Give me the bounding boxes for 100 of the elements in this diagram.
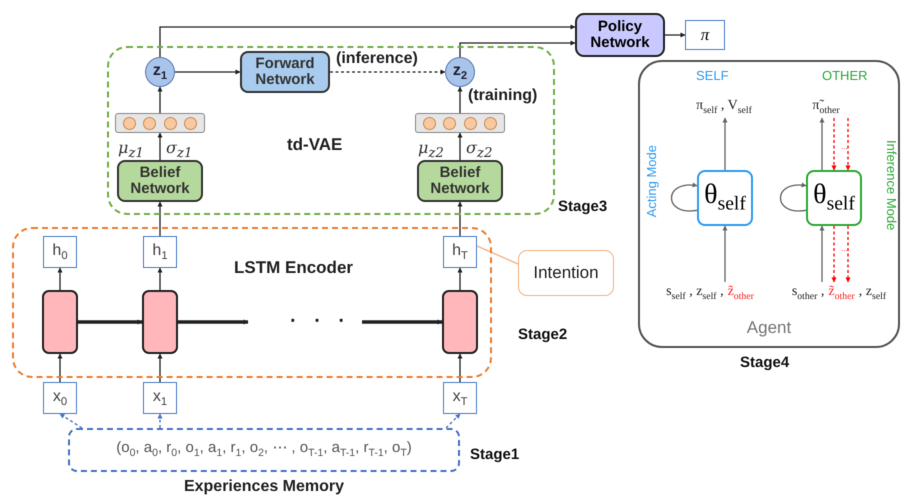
- arrow: [722, 226, 728, 282]
- state-box: [143, 382, 177, 414]
- network-box: [417, 160, 503, 202]
- arrow: [175, 70, 240, 74]
- panel-title: Agent: [746, 319, 792, 338]
- output-box: [685, 20, 725, 50]
- group-title: td-VAE: [287, 136, 342, 155]
- edge-label: (inference): [336, 50, 418, 68]
- arrow: [665, 32, 686, 38]
- node-text: , z$_{self}$: [858, 284, 886, 302]
- arrow: [330, 70, 446, 74]
- parameter-label: σ$_{z1}$: [166, 138, 192, 162]
- node-text: z̃$_{other}$: [728, 284, 754, 302]
- vector-bar: [115, 113, 205, 133]
- arrow: [178, 320, 248, 324]
- node-text: π̃$_{other}$: [812, 98, 840, 116]
- node-text: π: [700, 26, 710, 44]
- arrow: [670, 182, 698, 212]
- arrow: [458, 86, 462, 113]
- node-text: Intention: [533, 264, 599, 282]
- arrow: [458, 354, 462, 382]
- network-box: [575, 13, 665, 57]
- agent-panel: [638, 60, 900, 348]
- parameter-label: μ$_{z1}$: [118, 138, 144, 162]
- arrow: [832, 226, 836, 282]
- node-text: z̃$_{other}$: [828, 284, 855, 302]
- network-box: [240, 51, 330, 93]
- dashed-group: [12, 227, 492, 378]
- arrow: [458, 268, 462, 290]
- latent-circle: [445, 57, 475, 87]
- ellipsis: ...: [841, 244, 848, 253]
- node-text: h$_{0}$: [52, 242, 68, 262]
- node-text: s$_{other}$ ,: [792, 284, 824, 302]
- sequence-text: (o$_{0}$, a$_{0}$, r$_{0}$, o$_{1}$, a$_{1}$, r$_{1}$, o$_{2}$, ⋯ , o$_{T-1}$, a$_{T-1}$, r$_{T-1}$, o$_{T}$): [116, 440, 412, 460]
- node-text: θ$_{self}$: [704, 180, 746, 216]
- arrow: [458, 132, 462, 160]
- mode-label: Acting Mode: [644, 145, 659, 218]
- parameter-box: [697, 170, 753, 226]
- arrow: [159, 24, 576, 57]
- callout-bubble: [518, 250, 614, 296]
- arrow: [459, 40, 576, 57]
- node-text: x$_{0}$: [52, 388, 68, 408]
- node-text: s$_{self}$ , z$_{self}$ ,: [666, 284, 724, 302]
- arrow: [158, 414, 162, 428]
- node-text: π$_{self}$ , V$_{self}$: [696, 98, 752, 116]
- memory-title: Experiences Memory: [184, 478, 344, 496]
- node-text: x$_{1}$: [152, 388, 168, 408]
- stage-label: Stage4: [740, 354, 790, 371]
- arrow: [158, 86, 162, 113]
- state-box: [443, 382, 477, 414]
- arrow: [446, 414, 460, 428]
- arrow: [60, 413, 82, 429]
- node-text: x$_{T}$: [452, 388, 468, 408]
- arrow: [158, 268, 162, 290]
- node-text: θ$_{self}$: [813, 180, 855, 216]
- mode-label: Inference Mode: [884, 140, 899, 230]
- node-text: z$_{1}$: [152, 62, 168, 82]
- parameter-box: [806, 170, 862, 226]
- arrow: [846, 226, 850, 282]
- arrow: [722, 118, 728, 170]
- arrow: [158, 132, 162, 160]
- state-box: [43, 236, 77, 268]
- node-text: Belief Network: [129, 164, 191, 198]
- stage-label: Stage3: [558, 198, 608, 215]
- arrow: [832, 118, 836, 170]
- lstm-cell: [442, 290, 478, 354]
- arrow: [362, 320, 442, 324]
- arrow: [820, 118, 824, 170]
- arrow: [78, 320, 142, 324]
- latent-circle: [145, 57, 175, 87]
- node-text: Belief Network: [429, 164, 491, 198]
- vector-bar: [415, 113, 505, 133]
- parameter-label: μ$_{z2}$: [418, 138, 444, 162]
- node-text: h$_{1}$: [152, 242, 168, 262]
- group-title: LSTM Encoder: [234, 259, 354, 278]
- column-heading: SELF: [696, 68, 729, 83]
- arrow: [158, 354, 162, 382]
- stage-label: Stage2: [518, 326, 568, 343]
- state-box: [43, 382, 77, 414]
- lstm-cell: [42, 290, 78, 354]
- arrow: [458, 202, 462, 236]
- edge-label: (training): [468, 87, 538, 105]
- state-box: [443, 236, 477, 268]
- node-text: Forward Network: [254, 56, 316, 88]
- arrow: [58, 268, 62, 290]
- arrow: [780, 182, 806, 212]
- stage-label: Stage1: [470, 446, 520, 463]
- node-text: h$_{T}$: [452, 242, 468, 262]
- arrow: [820, 226, 824, 282]
- network-box: [117, 160, 203, 202]
- lstm-cell: [142, 290, 178, 354]
- arrow: [58, 354, 62, 382]
- column-heading: OTHER: [822, 68, 868, 83]
- state-box: [143, 236, 177, 268]
- parameter-label: σ$_{z2}$: [466, 138, 492, 162]
- ellipsis: ...: [841, 142, 848, 151]
- arrow: [846, 118, 850, 170]
- node-text: Policy Network: [589, 18, 651, 52]
- arrow: [158, 202, 162, 236]
- node-text: z$_{2}$: [452, 62, 468, 82]
